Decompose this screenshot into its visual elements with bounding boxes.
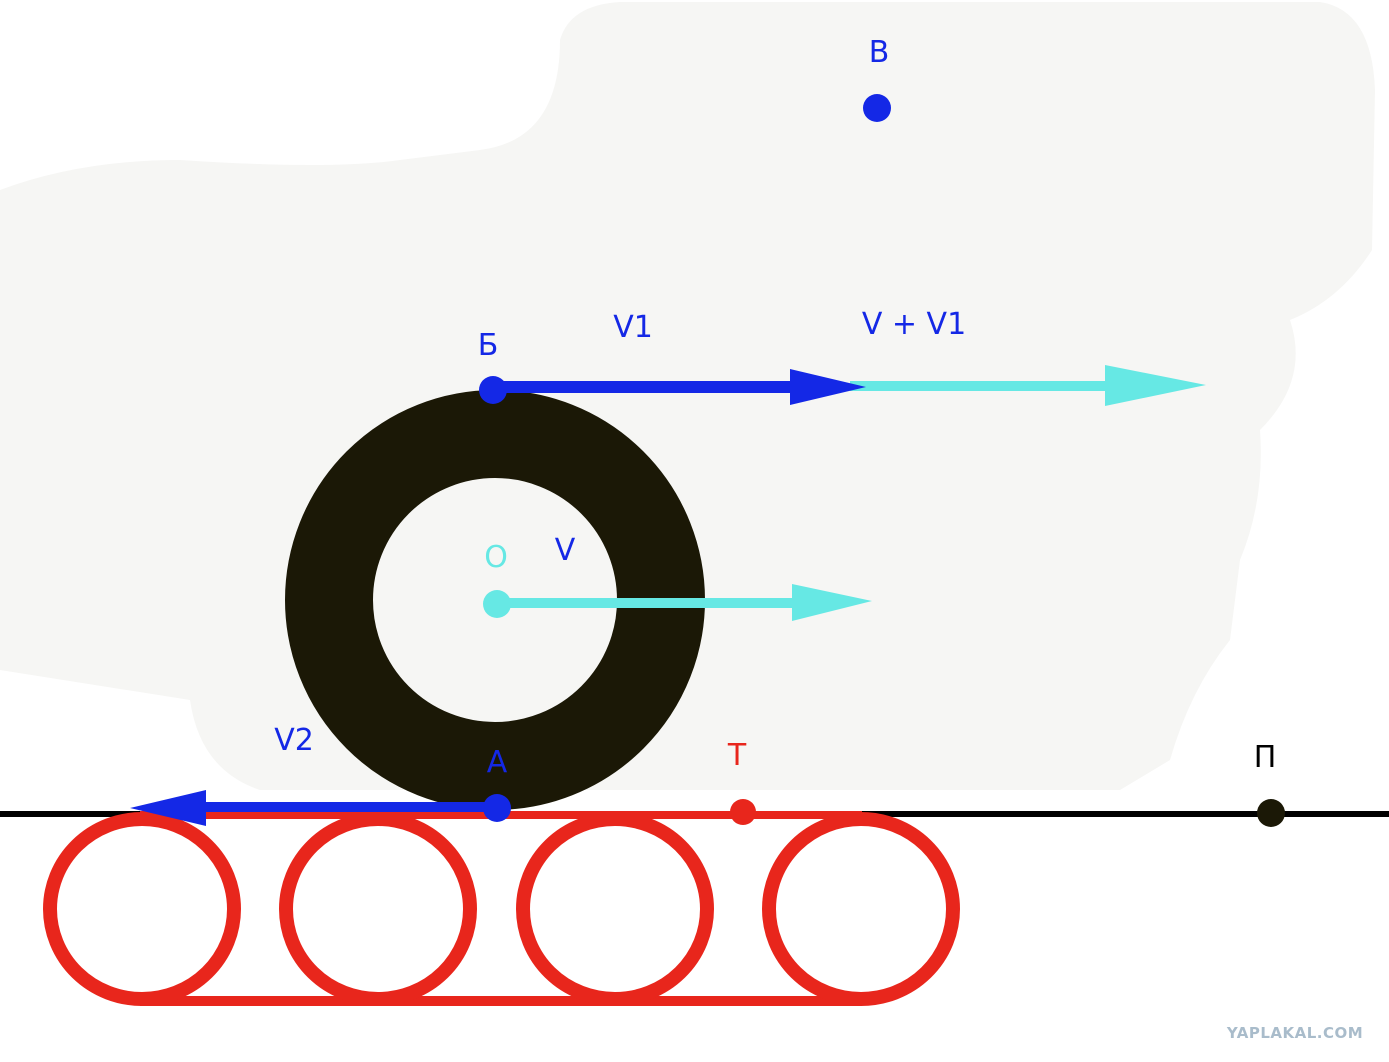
watermark-text: YAPLAKAL.COM <box>1226 1024 1363 1042</box>
label-vector-v-plus-v1: V + V1 <box>862 307 966 342</box>
label-point-a: А <box>487 745 508 780</box>
track-road-wheel-3 <box>516 812 714 1006</box>
vector-v-arrow <box>497 584 872 621</box>
label-vector-v: V <box>555 533 576 568</box>
label-point-t: Т <box>727 738 747 773</box>
vector-v-plus-v1-arrow <box>850 365 1206 406</box>
point-t-dot <box>730 799 756 825</box>
vector-v1-arrow <box>493 369 866 405</box>
label-point-v: В <box>869 35 890 70</box>
track-road-wheel-1 <box>43 812 241 1006</box>
point-o-dot <box>483 590 511 618</box>
vector-v2-arrow <box>130 790 497 826</box>
label-vector-v1: V1 <box>613 310 653 345</box>
track-road-wheel-4 <box>762 812 960 1006</box>
tank-track <box>43 811 960 1006</box>
label-point-o: О <box>484 540 508 575</box>
point-b-dot <box>479 376 507 404</box>
label-point-b: Б <box>478 328 499 363</box>
point-v-dot <box>863 94 891 122</box>
track-road-wheel-2 <box>279 812 477 1006</box>
label-point-p: П <box>1254 740 1277 775</box>
label-vector-v2: V2 <box>274 723 314 758</box>
point-p-dot <box>1257 799 1285 827</box>
point-a-dot <box>483 794 511 822</box>
